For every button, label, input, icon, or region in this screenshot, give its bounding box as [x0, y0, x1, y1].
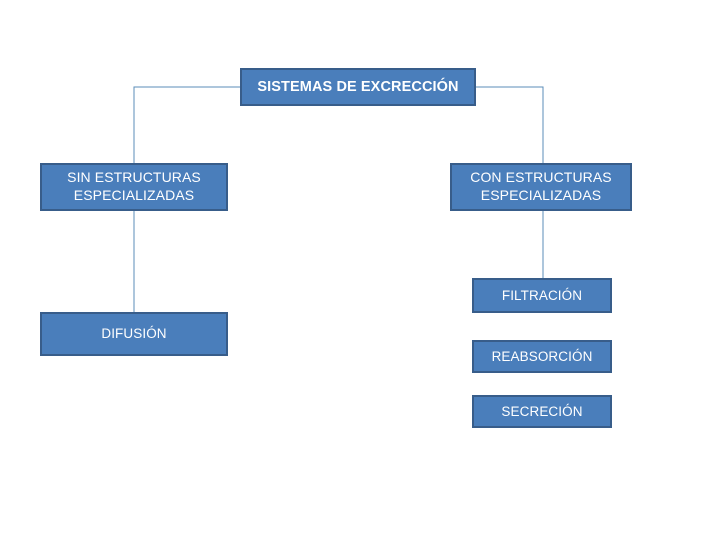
connector-root-to-sin [133, 86, 240, 163]
node-difusion[interactable]: DIFUSIÓN [40, 312, 228, 356]
node-con-estructuras-especializadas[interactable]: CON ESTRUCTURAS ESPECIALIZADAS [450, 163, 632, 211]
node-sin-estructuras-especializadas[interactable]: SIN ESTRUCTURAS ESPECIALIZADAS [40, 163, 228, 211]
node-secrecion[interactable]: SECRECIÓN [472, 395, 612, 428]
node-sistemas-de-excrecion[interactable]: SISTEMAS DE EXCRECCIÓN [240, 68, 476, 106]
node-filtracion[interactable]: FILTRACIÓN [472, 278, 612, 313]
node-reabsorcion[interactable]: REABSORCIÓN [472, 340, 612, 373]
connector-root-to-con [476, 86, 544, 163]
